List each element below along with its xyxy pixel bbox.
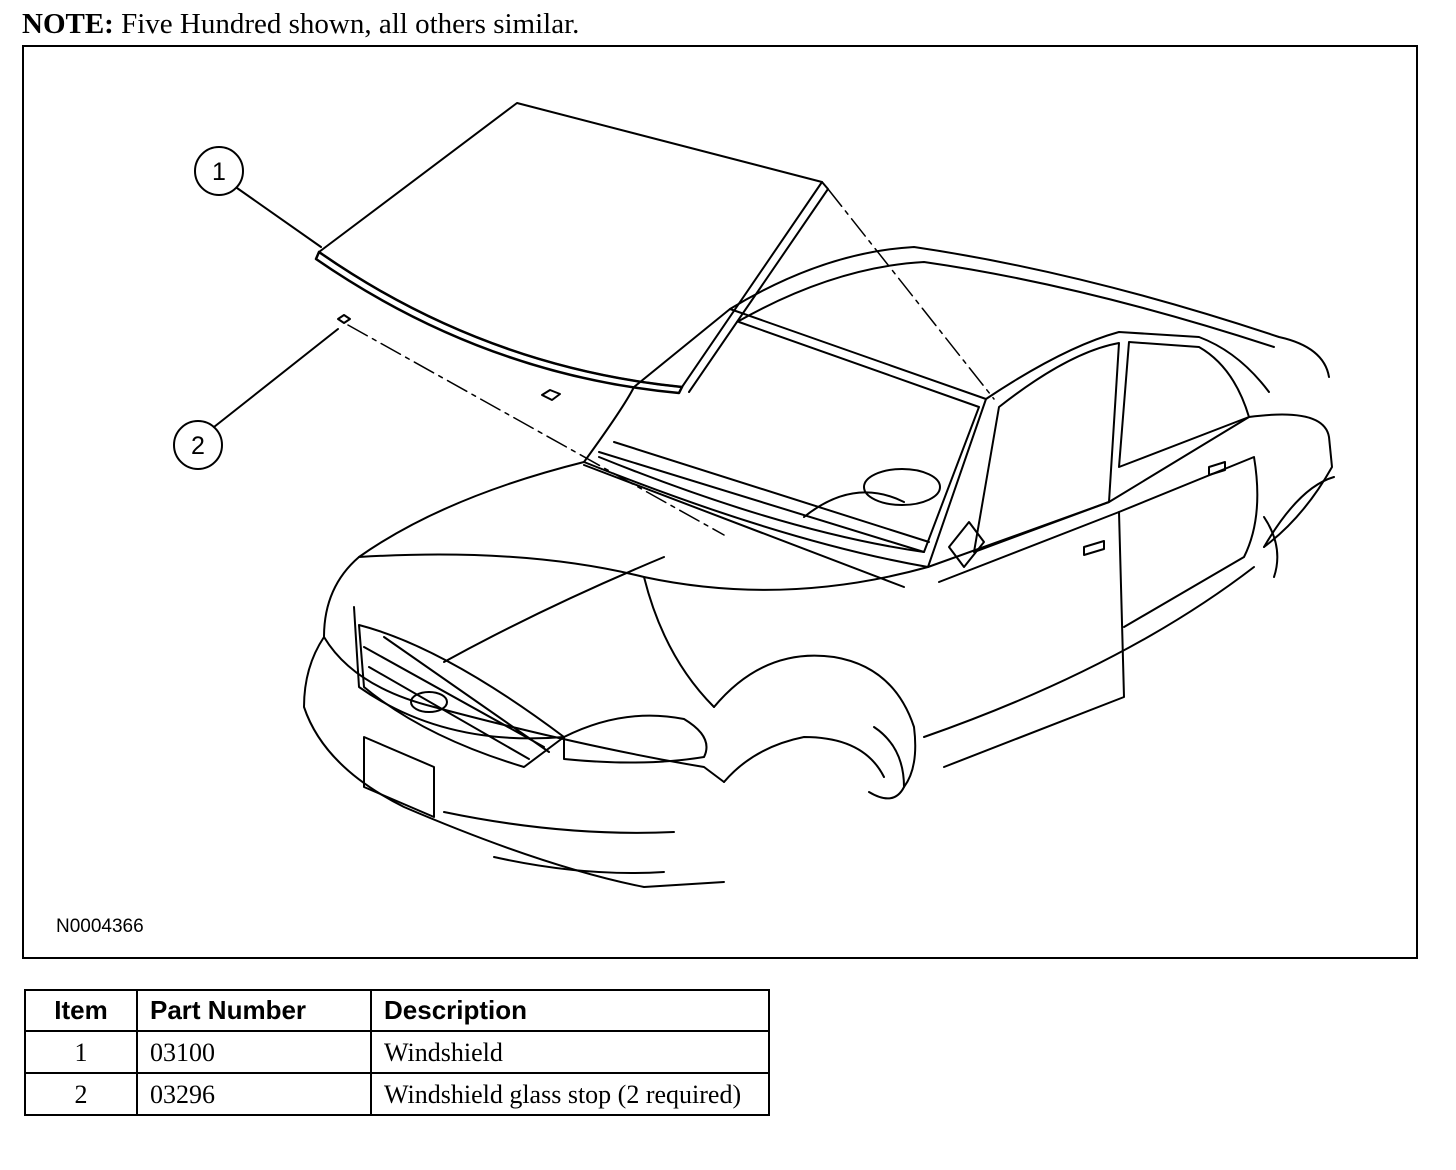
assembly-lines bbox=[347, 188, 995, 536]
note-label: NOTE: bbox=[22, 8, 114, 40]
cell-item: 1 bbox=[24, 1030, 138, 1074]
car-windshield-illustration: 1 2 bbox=[56, 102, 1335, 937]
table-row: 1 03100 Windshield bbox=[24, 1030, 770, 1074]
header-item: Item bbox=[24, 989, 138, 1032]
parts-table: Item Part Number Description 1 03100 Win… bbox=[24, 989, 770, 1116]
header-part-number: Part Number bbox=[136, 989, 372, 1032]
callout-1: 1 bbox=[194, 146, 322, 248]
figure-id: N0004366 bbox=[56, 916, 144, 937]
illustration-frame: 1 2 bbox=[22, 45, 1418, 959]
callout-2-label: 2 bbox=[191, 432, 205, 460]
car-body bbox=[303, 246, 1335, 888]
glass-stop-parts bbox=[337, 314, 561, 401]
cell-item: 2 bbox=[24, 1072, 138, 1116]
parts-table-header: Item Part Number Description bbox=[24, 989, 770, 1032]
cell-part-number: 03100 bbox=[136, 1030, 372, 1074]
note-text: NOTE: Five Hundred shown, all others sim… bbox=[22, 8, 579, 41]
note-body: Five Hundred shown, all others similar. bbox=[113, 8, 580, 40]
header-description: Description bbox=[370, 989, 770, 1032]
callout-2: 2 bbox=[173, 328, 339, 470]
cell-part-number: 03296 bbox=[136, 1072, 372, 1116]
cell-description: Windshield bbox=[370, 1030, 770, 1074]
table-row: 2 03296 Windshield glass stop (2 require… bbox=[24, 1072, 770, 1116]
callout-1-label: 1 bbox=[212, 158, 226, 186]
cell-description: Windshield glass stop (2 required) bbox=[370, 1072, 770, 1116]
